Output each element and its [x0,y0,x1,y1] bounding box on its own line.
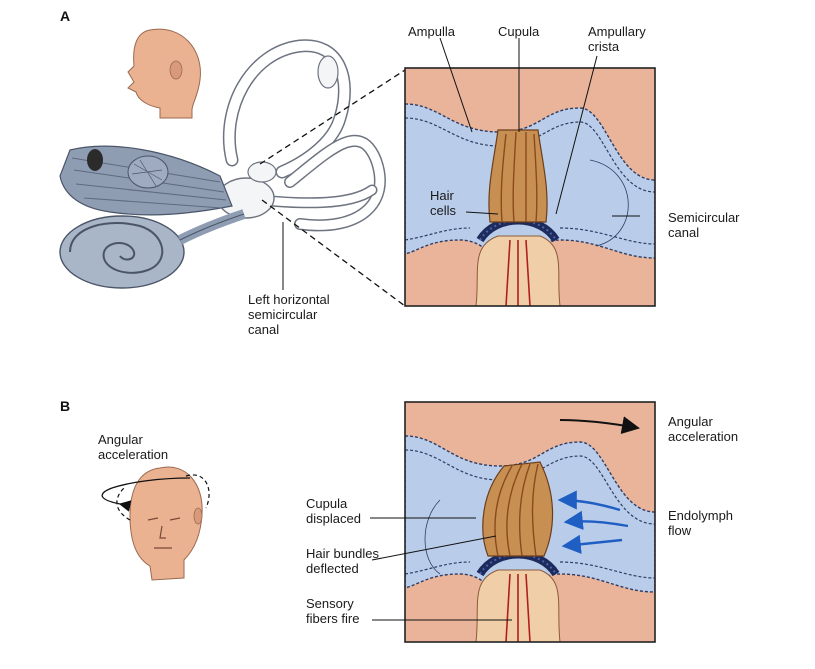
label-ampulla: Ampulla [408,24,455,39]
detail-frame-a [404,67,656,307]
panel-letter-b: B [60,398,71,414]
head-front-b [101,466,210,581]
leaders-b [370,517,512,621]
label-hair-cells: Hair cells [430,188,457,218]
inner-ear-labyrinth [59,39,386,289]
label-cupula: Cupula [498,24,540,39]
label-angular-acceleration-box: Angular acceleration [668,414,739,444]
detail-frame-b [404,401,656,643]
panel-letter-a: A [60,8,71,24]
label-hair-bundles-deflected: Hair bundles deflected [306,546,379,576]
label-cupula-displaced: Cupula displaced [306,496,361,526]
ampulla-detail-box-b [405,402,655,642]
label-semicircular-canal: Semicircular canal [668,210,740,240]
leaders-a [439,37,640,217]
label-angular-acceleration-head: Angular acceleration [98,432,169,462]
head-profile-a [127,28,201,119]
label-left-horizontal-canal: Left horizontal semicircular canal [248,292,330,337]
label-sensory-fibers-fire: Sensory fibers fire [306,596,360,626]
zoom-guide-lines [259,69,406,307]
label-ampullary-crista: Ampullary crista [588,24,646,54]
ampulla-detail-box-a [405,68,655,306]
label-endolymph-flow: Endolymph flow [668,508,734,538]
